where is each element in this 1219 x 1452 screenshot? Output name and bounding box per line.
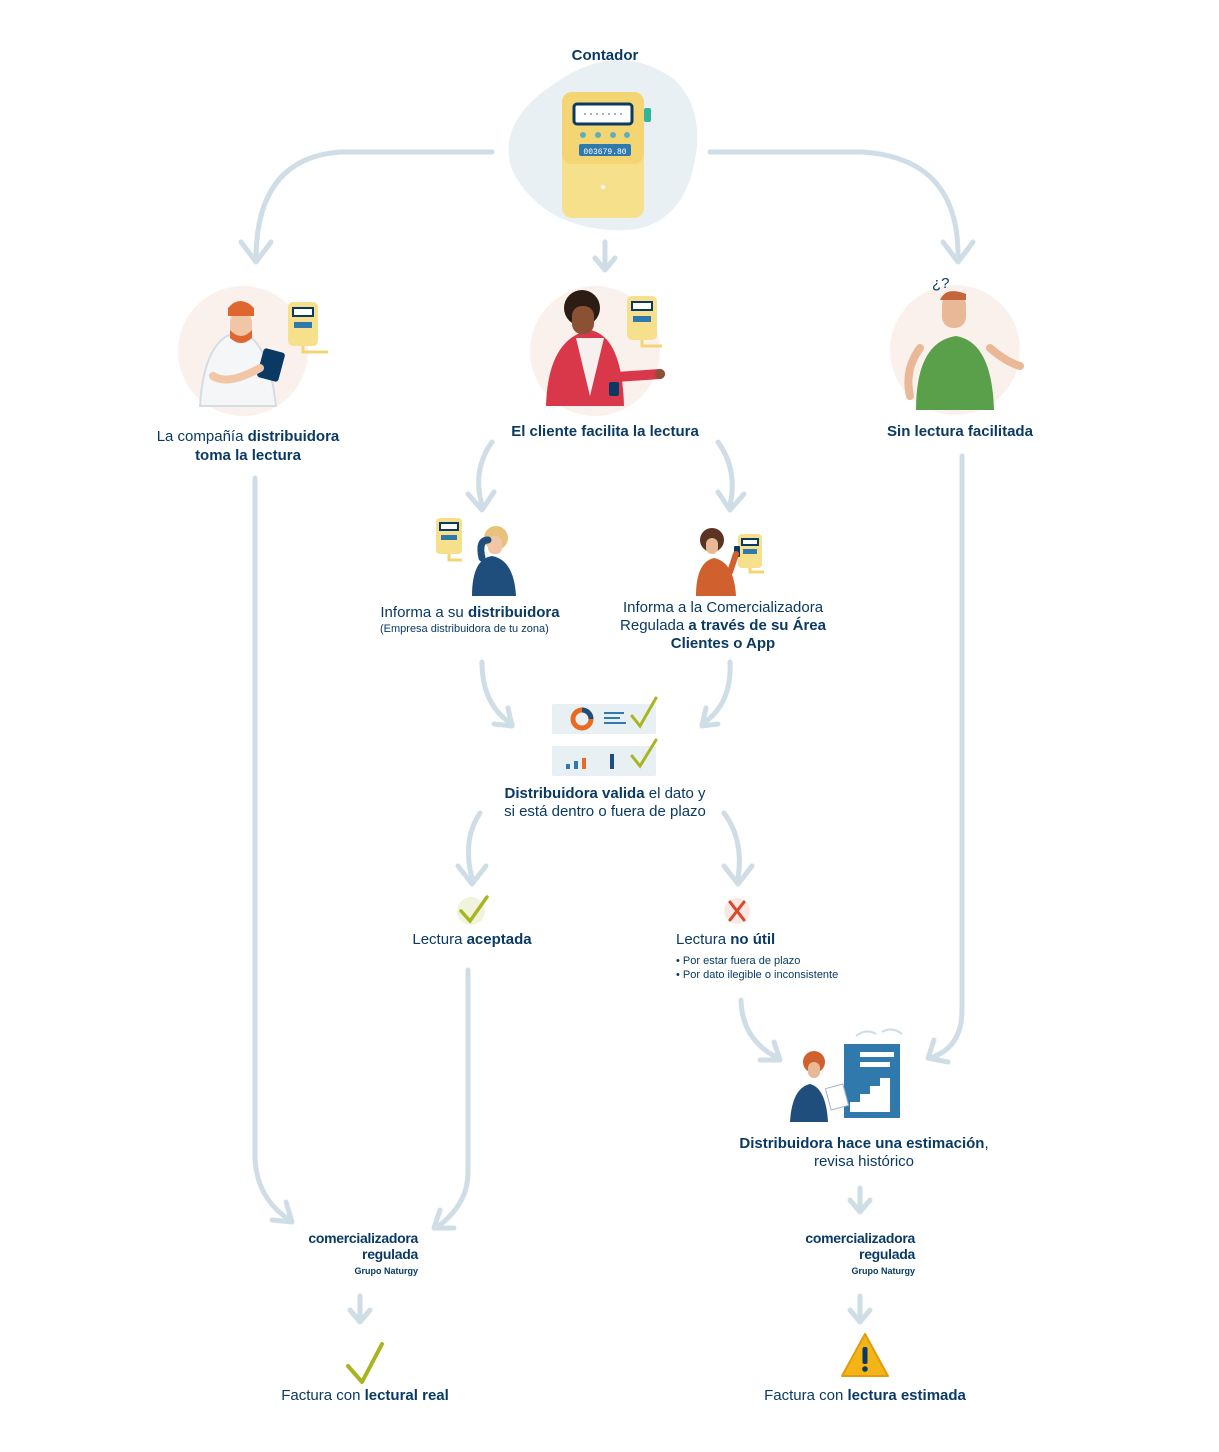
brand-right-line1: comercializadora	[805, 1230, 915, 1246]
inform-retailer-label: Informa a la Comercializadora Regulada a…	[603, 599, 843, 653]
estimation-chart-icon	[790, 1028, 903, 1122]
brand-right-line2: regulada	[859, 1246, 915, 1262]
validation-cards-icon	[552, 696, 658, 776]
inform-retailer-line2-pre: Regulada	[620, 617, 689, 634]
distributor-reads-pre: La compañía	[156, 428, 248, 445]
shrug-person-icon: ¿?	[890, 275, 1024, 415]
brand-left-line3: Grupo Naturgy	[354, 1266, 418, 1276]
brand-left-line1: comercializadora	[308, 1230, 418, 1246]
estimated-invoice-pre: Factura con	[764, 1387, 848, 1404]
inform-distributor-note: (Empresa distribuidora de tu zona)	[380, 623, 549, 635]
estimated-invoice-bold: lectura estimada	[847, 1387, 966, 1404]
estimation-bold: Distribuidora hace una estimación	[739, 1135, 985, 1152]
meter-title-line1: Contador	[571, 47, 639, 64]
distributor-reads-label: La compañía distribuidora toma la lectur…	[128, 427, 368, 465]
brand-right-line3: Grupo Naturgy	[851, 1266, 915, 1276]
validation-label: Distribuidora valida el dato y si está d…	[460, 785, 750, 821]
inform-distributor-bold: distribuidora	[467, 604, 560, 621]
no-reading-bold: Sin lectura facilitada	[887, 423, 1033, 440]
check-icon	[457, 895, 489, 925]
estimation-line2: revisa histórico	[813, 1153, 915, 1170]
client-provides-bold: El cliente facilita la lectura	[511, 423, 699, 440]
client-phone-icon	[530, 286, 665, 416]
brand-logo-left: comercializadora regulada Grupo Naturgy	[280, 1230, 418, 1278]
validation-line2: si está dentro o fuera de plazo	[504, 803, 706, 820]
technician-icon	[178, 286, 328, 416]
accepted-bold: aceptada	[466, 931, 532, 948]
question-mark: ¿?	[932, 275, 950, 292]
not-useful-bold: no útil	[730, 931, 776, 948]
inform-retailer-line3: Clientes o App	[670, 635, 776, 652]
accepted-label: Lectura aceptada	[392, 930, 552, 949]
phone-call-icon	[436, 518, 516, 596]
estimated-invoice-label: Factura con lectura estimada	[740, 1386, 990, 1405]
not-useful-reason-2: • Por dato ilegible o inconsistente	[676, 969, 839, 981]
validation-bold: Distribuidora valida	[504, 785, 645, 802]
not-useful-label: Lectura no útil	[676, 930, 775, 949]
inform-distributor-label: Informa a su distribuidora	[355, 603, 585, 622]
real-invoice-bold: lectural real	[364, 1387, 449, 1404]
validation-rest: el dato y	[644, 785, 706, 802]
real-reading-check-icon	[346, 1342, 384, 1384]
real-invoice-pre: Factura con	[281, 1387, 365, 1404]
inform-retailer-line2-bold: a través de su Área	[688, 617, 826, 634]
real-invoice-label: Factura con lectural real	[250, 1386, 480, 1405]
estimation-rest: ,	[984, 1135, 989, 1152]
no-reading-label: Sin lectura facilitada	[860, 422, 1060, 441]
inform-distributor-pre: Informa a su	[380, 604, 468, 621]
estimation-label: Distribuidora hace una estimación, revis…	[722, 1135, 1006, 1171]
distributor-reads-bold2: toma la lectura	[195, 447, 301, 464]
not-useful-pre: Lectura	[676, 931, 731, 948]
warning-icon	[841, 1333, 889, 1377]
app-user-icon	[696, 528, 764, 596]
cross-icon	[724, 898, 750, 924]
meter-reading: 003679.80	[583, 148, 626, 157]
inform-retailer-line1: Informa a la Comercializadora	[622, 599, 824, 616]
gas-meter-icon: 003679.80	[508, 60, 698, 231]
accepted-pre: Lectura	[412, 931, 467, 948]
brand-left-line2: regulada	[362, 1246, 418, 1262]
distributor-reads-bold1: distribuidora	[247, 428, 340, 445]
not-useful-reason-1: • Por estar fuera de plazo	[676, 955, 801, 967]
client-provides-label: El cliente facilita la lectura	[475, 422, 735, 441]
brand-logo-right: comercializadora regulada Grupo Naturgy	[777, 1230, 915, 1278]
